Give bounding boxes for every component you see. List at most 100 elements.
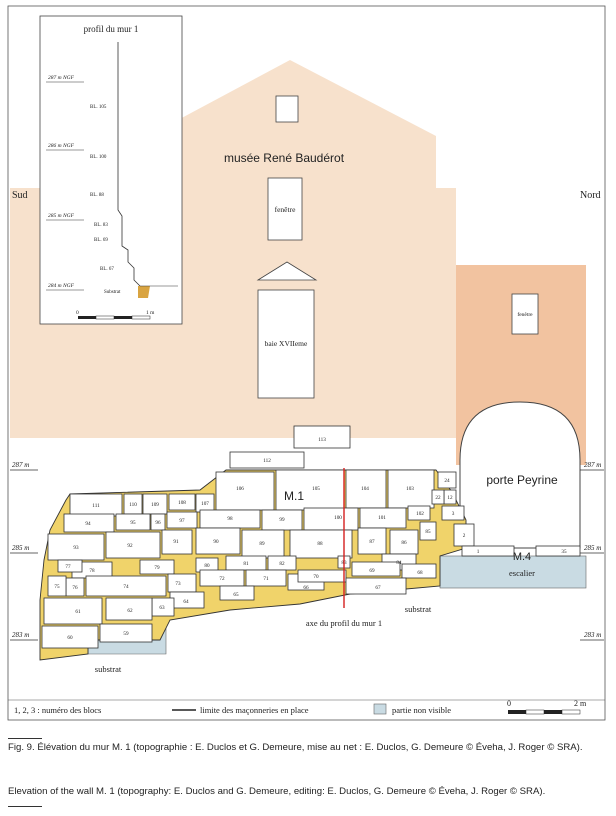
level-287-left: 287 m [12, 461, 29, 469]
block-number: 105 [312, 486, 320, 492]
legend-hidden-swatch [373, 703, 387, 715]
block-number: 67 [375, 585, 381, 591]
block-number: 79 [154, 565, 160, 571]
block [535, 545, 581, 557]
block-number: 86 [401, 540, 407, 546]
caption-en: Elevation of the wall M. 1 (topography: … [8, 786, 546, 797]
profile-outline [117, 42, 141, 287]
level-283-left: 283 m [12, 631, 29, 639]
label-escalier: escalier [509, 568, 535, 578]
profile-scale-end: 1 m [146, 310, 155, 316]
label-m4: M.4 [513, 551, 531, 563]
pediment [256, 261, 318, 281]
block [245, 569, 287, 587]
block [297, 569, 347, 583]
block-number: 1 [477, 549, 480, 555]
block [345, 577, 407, 595]
block [351, 561, 401, 577]
block [289, 529, 353, 559]
block-number: 89 [259, 541, 265, 547]
block-number: 24 [444, 478, 450, 484]
block [105, 531, 161, 559]
label-nord: Nord [580, 190, 601, 201]
profile-scale-start: 0 [76, 310, 79, 316]
window-top [275, 95, 299, 123]
block-number: 12 [447, 495, 453, 501]
block-number: 82 [279, 561, 285, 567]
block-number: 75 [54, 584, 60, 590]
profile-inset: profil du mur 1 287 m NGF 286 m NGF 285 … [39, 15, 183, 325]
legend-limit: limite des maçonneries en place [200, 705, 309, 715]
porte-peyrine-arch [459, 401, 581, 549]
block [57, 559, 83, 573]
block-number: 101 [378, 515, 386, 521]
block-number: 65 [233, 592, 239, 598]
block-number: 95 [130, 520, 136, 526]
block-number: 93 [73, 545, 79, 551]
block-number: 85 [425, 529, 431, 535]
caption-fr: Fig. 9. Élévation du mur M. 1 (topograph… [8, 742, 583, 753]
level-287-right: 287 m [584, 461, 601, 469]
block-number: 64 [183, 599, 189, 605]
block [161, 529, 193, 555]
wall-blocks [41, 425, 581, 649]
legend-blocks: 1, 2, 3 : numéro des blocs [14, 705, 101, 715]
block [99, 623, 153, 643]
profile-block: BL. 105 [90, 105, 107, 110]
block [437, 471, 457, 489]
profile-substrat [138, 286, 150, 298]
block-number: 104 [361, 486, 369, 492]
block [47, 575, 67, 597]
block-number: 110 [129, 502, 137, 508]
block [43, 597, 103, 625]
profile-block: BL. 88 [90, 193, 104, 198]
block-number: 3 [452, 511, 455, 517]
block [150, 513, 166, 531]
profile-block: BL. 69 [94, 238, 108, 243]
profile-substrat-label: Substrat [104, 290, 121, 295]
block-number: 68 [417, 570, 423, 576]
block-number: 98 [227, 516, 233, 522]
block [219, 585, 255, 601]
level-283-right: 283 m [584, 631, 601, 639]
block-number: 73 [175, 581, 181, 587]
label-substrat-bottom: substrat [95, 664, 122, 674]
block [41, 625, 99, 649]
block [105, 597, 153, 621]
block-number: 77 [65, 564, 71, 570]
block-number: 103 [406, 486, 414, 492]
block-number: 63 [159, 605, 165, 611]
block-number: 80 [204, 563, 210, 569]
block-number: 81 [243, 561, 249, 567]
block-number: 97 [179, 518, 185, 524]
block [387, 469, 435, 509]
profile-level: 287 m NGF [48, 75, 75, 81]
profile-level: 284 m NGF [48, 282, 75, 289]
label-baie: baie XVIIeme [265, 339, 308, 348]
block-number: 96 [155, 520, 161, 526]
block-number: 91 [173, 539, 179, 545]
legend-hidden: partie non visible [392, 705, 451, 715]
block-numbers: 113 112 111 110 109 108 107 106 105 104 … [54, 437, 567, 641]
profile-level: 286 m NGF [48, 143, 75, 149]
caption-rule-bottom [8, 806, 42, 807]
block-number: 66 [303, 585, 309, 591]
legend-scale-bar [508, 709, 581, 715]
label-substrat-top: substrat [405, 604, 432, 614]
block [139, 559, 175, 575]
block-number: 102 [416, 511, 424, 517]
caption-rule-top [8, 738, 42, 739]
block-number: 107 [201, 501, 209, 507]
block-number: 100 [334, 515, 342, 521]
block [389, 529, 419, 555]
elevation-ticks [10, 469, 604, 641]
block [167, 573, 197, 593]
block-number: 69 [369, 568, 375, 574]
block-number: 111 [92, 503, 100, 509]
label-fenetre: fenêtre [275, 205, 296, 214]
profile-block: BL. 100 [90, 155, 107, 160]
block [407, 505, 431, 521]
block-number: 90 [213, 539, 219, 545]
label-porte-peyrine: porte Peyrine [486, 473, 558, 487]
